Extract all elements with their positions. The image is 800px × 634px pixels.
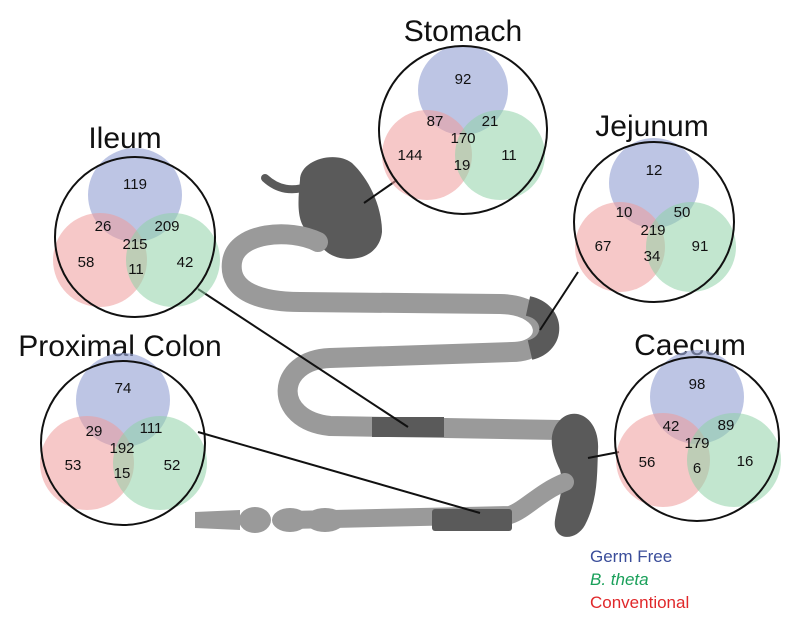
legend: Germ Free B. theta Conventional bbox=[590, 547, 689, 612]
bt-only-count: 16 bbox=[737, 453, 754, 470]
bt-circle bbox=[687, 413, 781, 507]
venn-outline bbox=[54, 156, 216, 318]
legend-conventional: Conventional bbox=[590, 593, 689, 612]
venn-outline bbox=[573, 141, 735, 303]
conv-only-count: 144 bbox=[397, 147, 422, 164]
gut-illustration bbox=[195, 157, 599, 537]
conv-circle bbox=[575, 202, 665, 292]
gf-bt-count: 209 bbox=[154, 218, 179, 235]
venn-outline bbox=[378, 45, 548, 215]
gf-bt-count: 89 bbox=[718, 417, 735, 434]
connector-lines bbox=[197, 179, 620, 514]
gf-only-count: 92 bbox=[455, 71, 472, 88]
conv-only-count: 53 bbox=[65, 457, 82, 474]
conv-circle bbox=[616, 413, 710, 507]
venn-outline bbox=[614, 356, 780, 522]
distal-colon bbox=[195, 507, 345, 533]
venn-outline bbox=[40, 360, 206, 526]
gf-only-count: 12 bbox=[646, 162, 663, 179]
bt-circle bbox=[455, 110, 545, 200]
caecum-connector bbox=[587, 451, 620, 459]
conv-bt-count: 19 bbox=[454, 157, 471, 174]
gf-bt-count: 111 bbox=[140, 420, 163, 437]
gf-bt-count: 21 bbox=[482, 113, 499, 130]
conv-circle bbox=[40, 416, 134, 510]
conv-circle bbox=[53, 213, 147, 307]
all-count: 192 bbox=[109, 440, 134, 457]
gf-conv-count: 26 bbox=[95, 218, 112, 235]
jejunum-segment bbox=[524, 296, 560, 360]
bt-only-count: 11 bbox=[501, 147, 517, 164]
bt-only-count: 52 bbox=[164, 457, 181, 474]
bt-circle bbox=[646, 202, 736, 292]
gf-only-count: 74 bbox=[115, 380, 132, 397]
gf-only-count: 119 bbox=[123, 176, 147, 193]
bt-circle bbox=[126, 213, 220, 307]
venn-stomach: Stomach 92 87 170 21 144 19 11 bbox=[378, 15, 548, 215]
venn-ileum: Ileum 119 26 215 209 58 11 42 bbox=[53, 122, 220, 318]
gf-conv-count: 10 bbox=[616, 204, 633, 221]
caecum-shape bbox=[551, 413, 599, 537]
jejunum-connector bbox=[539, 271, 579, 331]
gf-conv-count: 29 bbox=[86, 423, 103, 440]
legend-germ-free: Germ Free bbox=[590, 547, 672, 566]
conv-bt-count: 11 bbox=[128, 261, 144, 278]
conv-only-count: 67 bbox=[595, 238, 612, 255]
bt-only-count: 42 bbox=[177, 254, 194, 271]
conv-only-count: 58 bbox=[78, 254, 95, 271]
gf-only-count: 98 bbox=[689, 376, 706, 393]
venn-title: Stomach bbox=[404, 15, 522, 48]
proximal-colon-segment bbox=[432, 509, 512, 531]
venn-proximal-colon: Proximal Colon 74 29 192 111 53 15 52 bbox=[18, 330, 222, 526]
gf-conv-count: 87 bbox=[427, 113, 444, 130]
conv-circle bbox=[382, 110, 472, 200]
conv-bt-count: 15 bbox=[114, 465, 131, 482]
venn-caecum: Caecum 98 42 179 89 56 6 16 bbox=[614, 329, 781, 522]
all-count: 179 bbox=[684, 435, 709, 452]
all-count: 215 bbox=[122, 236, 147, 253]
conv-only-count: 56 bbox=[639, 454, 656, 471]
venn-jejunum: Jejunum 12 10 219 50 67 34 91 bbox=[573, 110, 736, 303]
gf-conv-count: 42 bbox=[663, 418, 680, 435]
conv-bt-count: 6 bbox=[693, 460, 701, 477]
small-intestine bbox=[221, 224, 570, 440]
legend-b-theta: B. theta bbox=[590, 570, 649, 589]
venn-title: Jejunum bbox=[595, 110, 708, 143]
bt-only-count: 91 bbox=[692, 238, 709, 255]
stomach-connector bbox=[363, 179, 398, 204]
proximal-colon-connector bbox=[197, 431, 481, 514]
all-count: 170 bbox=[450, 130, 475, 147]
all-count: 219 bbox=[640, 222, 665, 239]
bt-circle bbox=[113, 416, 207, 510]
gf-bt-count: 50 bbox=[674, 204, 691, 221]
conv-bt-count: 34 bbox=[644, 248, 661, 265]
ileum-connector bbox=[197, 288, 409, 428]
